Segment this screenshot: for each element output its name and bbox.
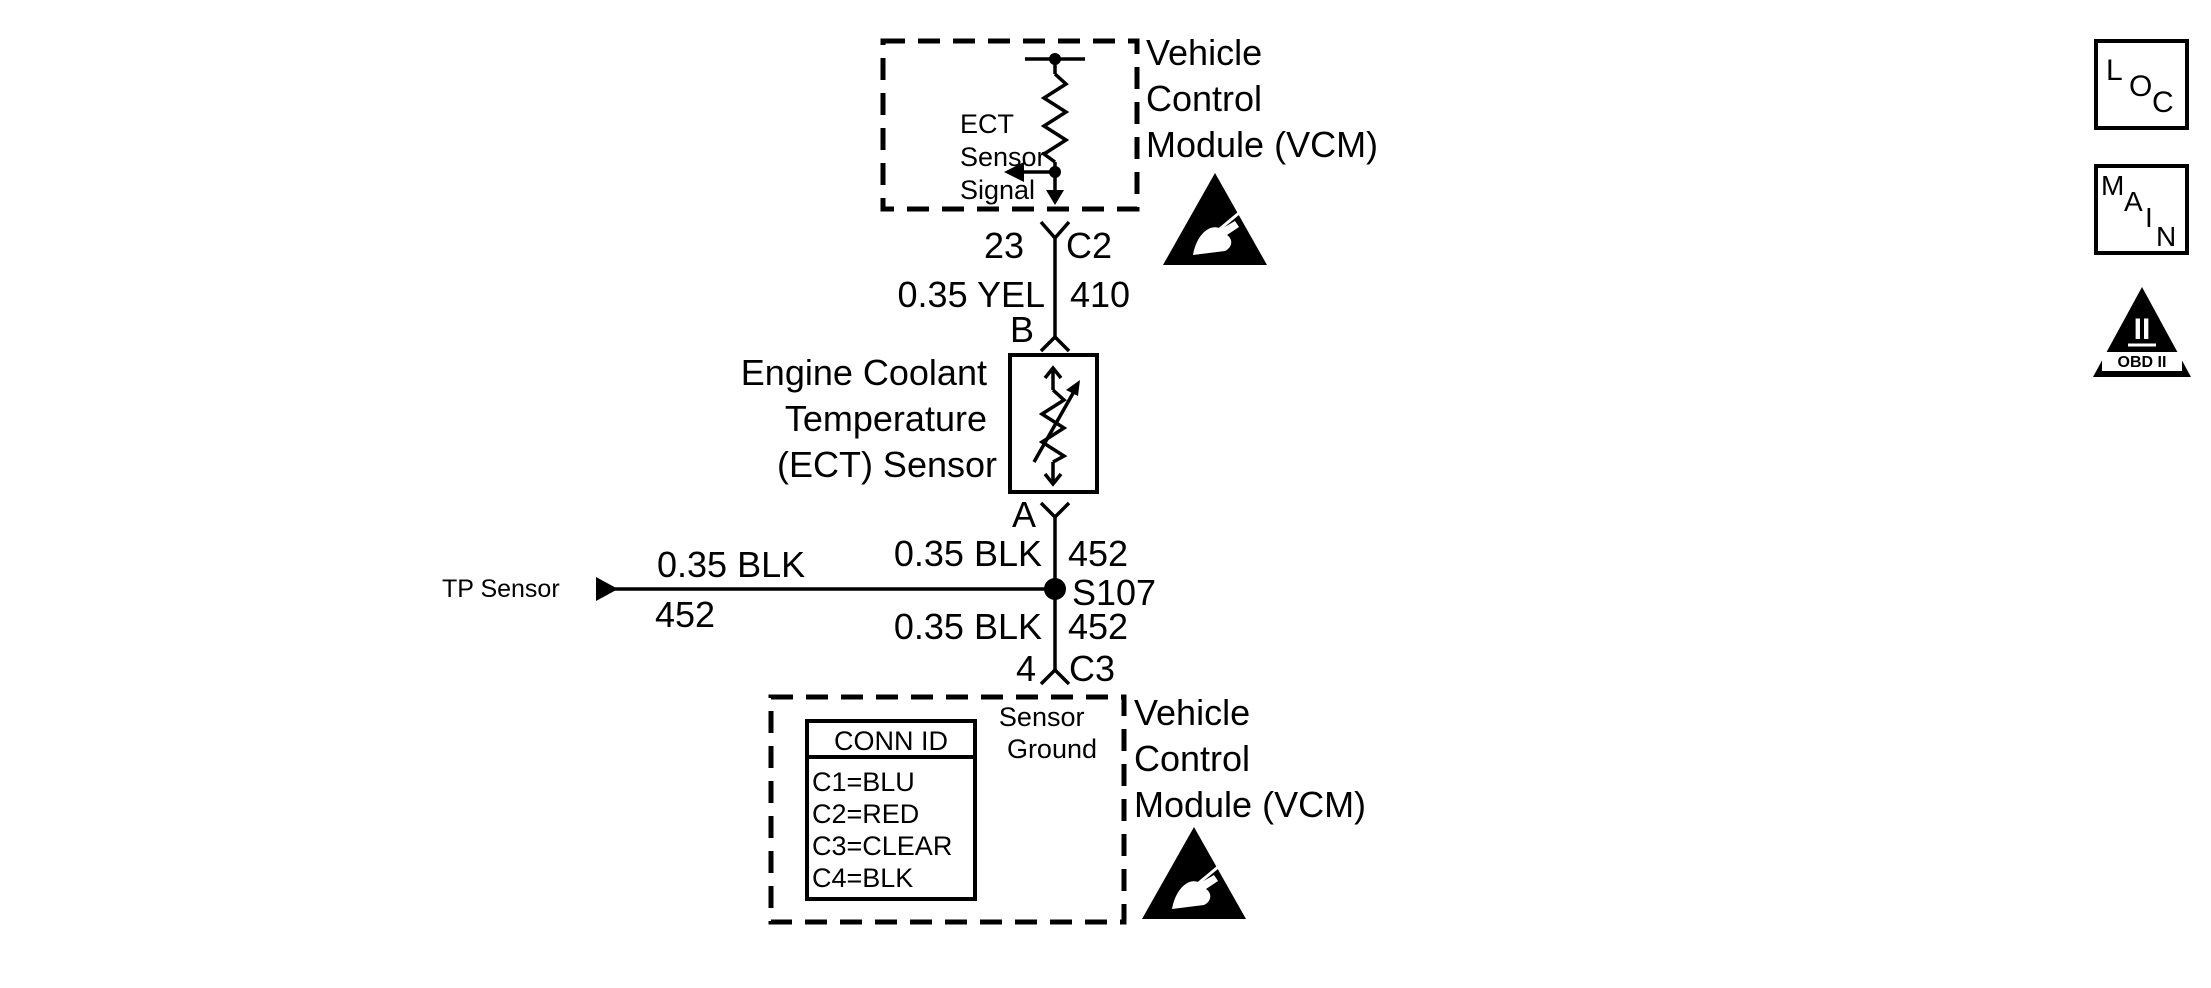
svg-text:A: A: [2124, 186, 2143, 217]
conn-id-title: CONN ID: [834, 726, 948, 756]
ect-sensor: B Engine Coolant Temperature (ECT) Senso…: [741, 309, 1099, 535]
tp-sensor-label: TP Sensor: [442, 575, 560, 603]
sensor-pin-a-symbol: [1039, 501, 1071, 520]
loc-icon[interactable]: L O C: [2094, 39, 2189, 130]
sensor-pin-a: A: [1012, 494, 1036, 535]
connector-c3-pin: 4: [1016, 648, 1036, 689]
esd-warning-icon: [1163, 173, 1267, 265]
sensor-pin-b-symbol: [1039, 334, 1071, 353]
connector-c3: 4 C3: [1016, 648, 1115, 689]
obd-ii-caption: OBD II: [2118, 354, 2167, 371]
top-vcm-dashed-box: [880, 38, 1140, 212]
obd-ii-icon[interactable]: II OBD II: [2093, 287, 2191, 377]
sensor-ground-label: Sensor Ground: [999, 702, 1097, 764]
bottom-vcm-name: Vehicle Control Module (VCM): [1134, 692, 1366, 825]
svg-text:O: O: [2129, 70, 2152, 103]
bottom-vcm-module: Sensor Ground CONN ID C1=BLU C2=RED C3=C…: [768, 692, 1366, 925]
tp-wire-circuit: 452: [655, 594, 715, 635]
connector-c2: 23 C2: [984, 220, 1112, 266]
top-vcm-module: ECT Sensor Signal Vehicle Control Module…: [880, 32, 1378, 212]
conn-id-item: C2=RED: [812, 799, 919, 829]
conn-id-item: C4=BLK: [812, 863, 913, 893]
wire-bottom-circuit: 452: [1068, 606, 1128, 647]
signal-arrow-icon: [1004, 162, 1024, 182]
connector-c2-id: C2: [1066, 225, 1112, 266]
conn-id-table: CONN ID C1=BLU C2=RED C3=CLEAR C4=BLK: [805, 719, 977, 901]
ect-signal-label: ECT Sensor Signal: [960, 109, 1053, 205]
wire-410-gauge-color: 0.35 YEL: [898, 274, 1045, 315]
main-icon[interactable]: M A I N: [2094, 164, 2189, 255]
splice-id: S107: [1072, 572, 1156, 613]
svg-text:M: M: [2101, 170, 2124, 201]
bottom-vcm-dashed-box: [768, 694, 1127, 925]
conn-id-item: C3=CLEAR: [812, 831, 952, 861]
tp-wire-gauge-color: 0.35 BLK: [657, 544, 805, 585]
connector-c2-pin: 23: [984, 225, 1024, 266]
tp-sensor-branch: TP Sensor 0.35 BLK 452: [442, 544, 1055, 635]
thermistor-icon: [1038, 388, 1068, 464]
conn-id-item: C1=BLU: [812, 767, 915, 797]
svg-text:N: N: [2156, 221, 2176, 252]
top-vcm-name: Vehicle Control Module (VCM): [1146, 32, 1378, 165]
svg-text:C: C: [2152, 86, 2174, 119]
ect-sensor-name: Engine Coolant Temperature (ECT) Sensor: [741, 352, 997, 485]
connector-c2-symbol: [1039, 220, 1071, 241]
down-arrow-icon: [1046, 190, 1064, 205]
svg-text:L: L: [2106, 54, 2123, 87]
connector-c3-symbol: [1039, 667, 1071, 686]
wire-410-circuit: 410: [1070, 274, 1130, 315]
pullup-resistor-icon: [1040, 72, 1070, 164]
wire-a-circuit: 452: [1068, 533, 1128, 574]
svg-text:I: I: [2145, 202, 2153, 233]
obd-ii-numeral: II: [2134, 313, 2151, 346]
connector-c3-id: C3: [1069, 648, 1115, 689]
wire-a-gauge-color: 0.35 BLK: [894, 533, 1042, 574]
ect-sensor-box: [1008, 353, 1099, 494]
esd-warning-icon: [1142, 827, 1246, 919]
sensor-pin-b: B: [1010, 309, 1034, 350]
wire-bottom-gauge-color: 0.35 BLK: [894, 606, 1042, 647]
